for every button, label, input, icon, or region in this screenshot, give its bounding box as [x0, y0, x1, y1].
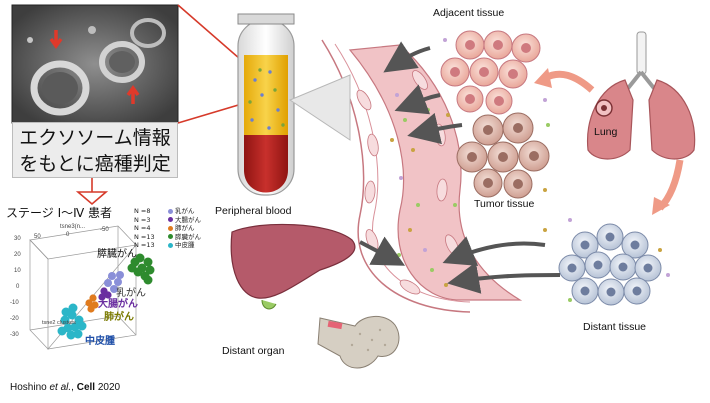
tumor-tissue-cells — [456, 112, 550, 199]
flow-arrows — [359, 41, 561, 294]
callout-line2: をもとに癌種判定 — [19, 153, 171, 175]
cluster-label-breast: 乳がん — [116, 288, 146, 299]
cluster-lung-cancer — [85, 294, 99, 313]
cluster-pancreatic — [127, 253, 155, 285]
citation: Hoshino et al., Cell 2020 — [10, 382, 120, 393]
liver — [230, 223, 356, 310]
citation-sep: , — [71, 382, 77, 393]
zoom-wedge — [288, 74, 351, 141]
legend-dot-icon — [168, 234, 173, 240]
em-arrow-icon — [49, 30, 63, 50]
label-peripheral-blood: Peripheral blood — [215, 205, 292, 217]
cluster-colorectal — [98, 287, 112, 301]
em-arrow-icon — [126, 84, 140, 104]
label-distant-organ: Distant organ — [222, 345, 285, 357]
label-tumor-tissue: Tumor tissue — [474, 198, 535, 210]
cluster-mesothelioma — [57, 303, 87, 340]
legend-item: N =13 中皮腫 — [134, 241, 201, 250]
tick-top-1: 0 — [66, 232, 70, 238]
label-lung: Lung — [594, 126, 618, 138]
axis-top-label: tsne3(n... — [60, 224, 86, 230]
scatter-legend: N =8 乳がん N =3 大腸がん N =4 肺がん N =13 膵臓がん N =13… — [134, 207, 201, 250]
axis-bottom-label: tsne2 clusters — [42, 320, 76, 326]
test-tube — [237, 13, 295, 196]
exosome-dots-tissue — [443, 38, 670, 302]
citation-author: Hoshino — [10, 382, 50, 393]
legend-n: N =3 — [134, 215, 151, 224]
cluster-label-lung: 肺がん — [104, 312, 134, 323]
legend-dot-icon — [168, 225, 173, 231]
citation-year: 2020 — [95, 382, 121, 393]
legend-item: N =3 大腸がん — [134, 216, 201, 225]
adjacent-tissue-cells — [440, 30, 541, 115]
tick-left-2: 10 — [14, 268, 21, 274]
legend-name: 中皮腫 — [175, 241, 195, 250]
legend-n: N =13 — [134, 241, 155, 250]
legend-dot-icon — [168, 208, 173, 214]
legend-n: N =13 — [134, 232, 155, 241]
legend-name: 大腸がん — [175, 215, 201, 224]
cluster-label-colorectal: 大腸がん — [98, 299, 138, 310]
tick-left-6: -30 — [10, 332, 19, 338]
em-image — [11, 4, 179, 124]
distant-tissue-cells — [558, 223, 662, 306]
cluster-breast — [104, 271, 124, 293]
legend-item: N =8 乳がん — [134, 207, 201, 216]
label-adjacent-tissue: Adjacent tissue — [433, 7, 505, 19]
tick-left-5: -20 — [10, 316, 19, 322]
legend-dot-icon — [168, 217, 173, 223]
cluster-label-mesothelioma: 中皮腫 — [85, 336, 115, 347]
tick-top-2: -50 — [100, 227, 109, 233]
legend-name: 膵臓がん — [175, 232, 201, 241]
legend-item: N =13 膵臓がん — [134, 233, 201, 242]
citation-etal: et al. — [49, 382, 72, 393]
legend-item: N =4 肺がん — [134, 224, 201, 233]
callout-line1: エクソソーム情報 — [19, 127, 171, 149]
metastasis-arrows — [534, 68, 684, 215]
tick-left-1: 20 — [14, 252, 21, 258]
stage-title: ステージ Ⅰ～Ⅳ 患者 — [6, 206, 113, 220]
label-distant-tissue: Distant tissue — [583, 321, 647, 333]
tick-left-0: 30 — [14, 236, 21, 242]
legend-name: 乳がん — [175, 207, 195, 215]
legend-name: 肺がん — [175, 224, 195, 233]
legend-dot-icon — [168, 242, 173, 248]
tick-left-4: -10 — [10, 300, 19, 306]
cluster-label-pancreatic: 膵臓がん — [97, 249, 137, 260]
bone — [317, 316, 400, 369]
legend-n: N =8 — [134, 207, 151, 215]
legend-n: N =4 — [134, 224, 151, 233]
tsne-plot — [29, 225, 155, 350]
citation-journal: Cell — [76, 382, 96, 393]
tick-left-3: 0 — [16, 284, 20, 290]
callout-box: エクソソーム情報 をもとに癌種判定 — [12, 122, 178, 178]
lung — [586, 31, 696, 160]
tick-top-0: 50 — [34, 234, 41, 240]
